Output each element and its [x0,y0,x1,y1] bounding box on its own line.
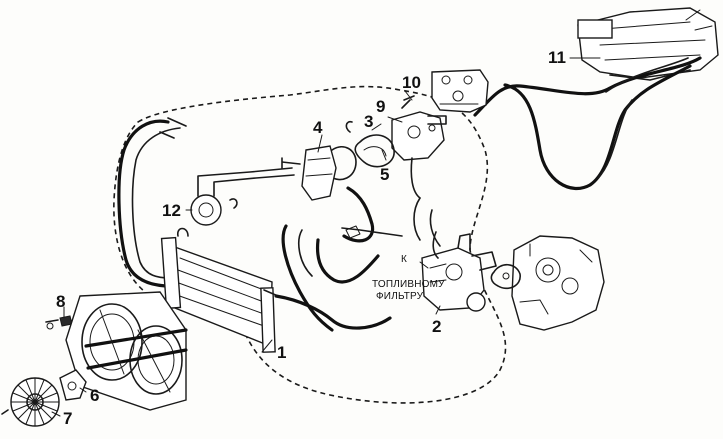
fan-bolts [45,315,73,330]
callout-8: 8 [56,292,65,311]
fan-shroud [65,291,188,411]
callout-leaders [51,57,601,417]
heater-valve [190,167,295,226]
callout-1: 1 [277,343,286,362]
water-pump [421,233,497,312]
heater-hose-left [117,119,170,288]
callout-2: 2 [432,317,441,336]
fan-motor [59,369,87,401]
thermostat-housing-top [431,69,489,113]
engine-block [490,235,605,331]
callout-12: 12 [162,201,181,220]
pump-hose-upper [342,186,375,243]
callout-11: 11 [548,48,566,67]
callout-7: 7 [63,409,72,428]
fuel-filter-note-line3: ФИЛЬТРУ [376,291,424,302]
callout-10: 10 [402,73,421,92]
expansion-tank [577,7,719,81]
callout-3: 3 [364,112,373,131]
fuel-filter-note-line2: ТОПЛИВНОМУ [372,279,445,290]
tank-hose-upper [473,56,702,117]
callout-6: 6 [90,386,99,405]
fan-blade [1,377,60,427]
fuel-filter-note-line1: К [401,254,407,265]
radiator [160,227,279,353]
bypass-hose [281,224,334,332]
callout-9: 9 [376,97,385,116]
radiator-hose-top [274,294,392,330]
callout-4: 4 [313,118,323,137]
tank-hose-lower [503,64,692,191]
callout-5: 5 [380,165,389,184]
thermostat-assembly [281,95,447,201]
radiator-hose-center [315,238,380,284]
